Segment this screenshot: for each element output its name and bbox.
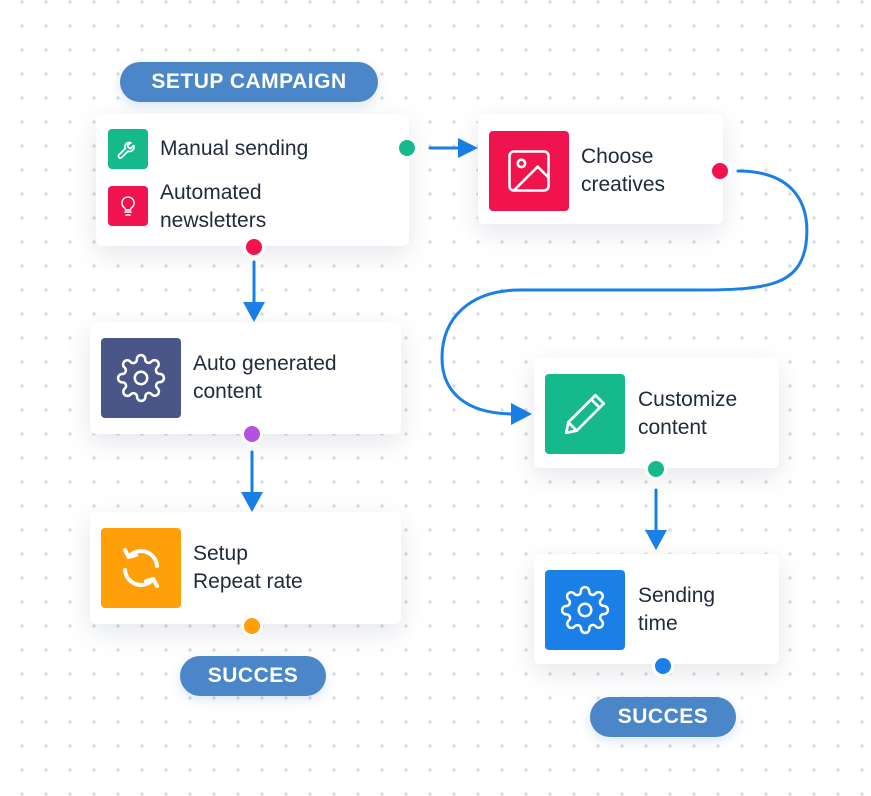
- setup-repeat-rate-card[interactable]: Setup Repeat rate: [90, 512, 401, 624]
- repeat-line1: Setup: [193, 542, 248, 565]
- sending-line1: Sending: [638, 584, 716, 607]
- auto-generated-content-label: Auto generated content: [193, 350, 337, 406]
- automated-label-line1: Automated: [160, 181, 262, 204]
- refresh-icon: [101, 528, 181, 608]
- sending-time-card[interactable]: Sending time: [534, 554, 779, 664]
- arrowhead-to-customize: [511, 403, 532, 425]
- image-icon: [489, 131, 569, 211]
- pencil-icon: [545, 374, 625, 454]
- manual-output-port[interactable]: [396, 137, 418, 159]
- wrench-icon: [108, 129, 148, 169]
- sending-output-port[interactable]: [652, 655, 674, 677]
- lightbulb-icon: [108, 186, 148, 226]
- automated-output-port[interactable]: [243, 236, 265, 258]
- auto-generated-content-card[interactable]: Auto generated content: [90, 322, 401, 434]
- auto-content-line2: content: [193, 380, 262, 403]
- customize-line1: Customize: [638, 388, 738, 411]
- gear-icon: [101, 338, 181, 418]
- sending-line2: time: [638, 612, 678, 635]
- auto-content-line1: Auto generated: [193, 352, 337, 375]
- choose-creatives-label: Choose creatives: [581, 143, 665, 199]
- setup-campaign-badge: SETUP CAMPAIGN: [120, 62, 378, 102]
- arrowhead-to-auto-content: [243, 302, 265, 322]
- choose-creatives-card[interactable]: Choose creatives: [478, 114, 723, 224]
- customize-content-card[interactable]: Customize content: [534, 358, 779, 468]
- arrowhead-to-creatives: [458, 138, 478, 158]
- auto-content-output-port[interactable]: [241, 423, 263, 445]
- automated-newsletters-option[interactable]: Automated newsletters: [160, 179, 266, 235]
- setup-repeat-rate-label: Setup Repeat rate: [193, 540, 303, 596]
- manual-sending-option[interactable]: Manual sending: [160, 137, 309, 160]
- success-badge-left: SUCCES: [180, 656, 326, 696]
- sending-time-label: Sending time: [638, 582, 715, 638]
- arrowhead-to-repeat: [241, 492, 263, 512]
- customize-content-label: Customize content: [638, 386, 737, 442]
- customize-output-port[interactable]: [645, 458, 667, 480]
- repeat-line2: Repeat rate: [193, 570, 303, 593]
- automated-label-line2: newsletters: [160, 209, 267, 232]
- choose-creatives-line1: Choose: [581, 145, 654, 168]
- arrowhead-to-sending: [645, 530, 667, 550]
- trigger-card[interactable]: Manual sending Automated newsletters: [96, 114, 409, 246]
- success-badge-right: SUCCES: [590, 697, 736, 737]
- choose-creatives-line2: creatives: [581, 173, 666, 196]
- creatives-output-port[interactable]: [709, 160, 731, 182]
- repeat-output-port[interactable]: [241, 615, 263, 637]
- customize-line2: content: [638, 416, 707, 439]
- gear-icon: [545, 570, 625, 650]
